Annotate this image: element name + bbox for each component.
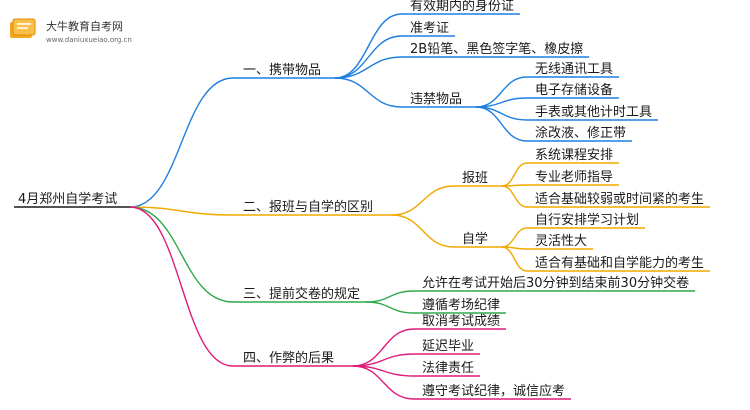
branch-1-label: 一、携带物品 [243,62,321,78]
watermark-name: 大牛教育自考网 [46,20,123,33]
branch-1-child-2-label: 准考证 [410,21,449,36]
branch-2-child-2-sub-1-connector [501,227,528,248]
branch-1-child-4-sub-1-label: 无线通讯工具 [535,62,613,77]
branch-1-child-2-connector [334,35,403,79]
branch-4-connector [129,206,234,367]
branch-2-child-2-sub-2-label: 灵活性大 [535,234,587,249]
branch-3-child-2-label: 遵循考场纪律 [422,297,500,313]
branch-2-child-2-label: 自学 [462,231,488,247]
branch-1-child-4-label: 违禁物品 [410,92,462,107]
branch-2-child-1-connector [391,185,455,216]
branch-3-connector [129,206,234,303]
branch-4-child-4-label: 遵守考试纪律，诚信应考 [422,383,565,399]
branch-2-child-1-sub-2-label: 专业老师指导 [535,170,613,185]
branch-1-child-4-sub-3-label: 手表或其他计时工具 [535,105,652,120]
branch-2-child-2-connector [391,214,455,248]
branch-4-child-4-connector [352,365,415,400]
branch-1-child-4-sub-3-connector [476,106,528,121]
root-node: 4月郑州自学考试 [18,191,117,207]
watermark-url: www.daniuxueiao.org.cn [46,36,132,44]
branch-3-label: 三、提前交卷的规定 [243,286,360,302]
branch-3-child-1-label: 允许在考试开始后30分钟到结束前30分钟交卷 [422,275,689,291]
branch-4-child-3-label: 法律责任 [422,361,474,376]
branch-1-connector [129,77,234,208]
branch-1-child-4-connector [334,77,403,108]
branch-1-child-3-label: 2B铅笔、黑色签字笔、橡皮擦 [410,41,583,57]
branch-2-child-1-sub-3-connector [501,185,528,208]
mindmap-edges [14,13,711,400]
branch-3-child-2-connector [365,301,415,314]
branch-2-child-1-sub-3-label: 适合基础较弱或时间紧的考生 [535,191,704,207]
branch-2-connector [129,206,234,216]
branch-1-child-4-sub-4-label: 涂改液、修正带 [535,125,626,141]
branch-2-child-2-sub-3-label: 适合有基础和自学能力的考生 [535,255,704,271]
branch-3-child-1-connector [365,290,415,303]
branch-4-child-2-label: 延迟毕业 [422,339,474,354]
branch-2-child-1-label: 报班 [462,171,488,186]
branch-1-child-3-connector [334,56,403,79]
branch-1-child-1-label: 有效期内的身份证 [410,0,514,14]
branch-4-label: 四、作弊的后果 [243,350,334,366]
branch-2-child-2-sub-1-label: 自行安排学习计划 [535,212,639,228]
watermark-logo: 大牛教育自考网 www.daniuxueiao.org.cn [6,14,156,50]
branch-2-child-1-sub-1-connector [501,162,528,187]
book-logo-icon [10,18,36,38]
branch-1-child-4-sub-4-connector [475,106,528,142]
branch-4-child-1-label: 取消考试成绩 [422,314,500,329]
branch-2-child-1-sub-1-label: 系统课程安排 [535,148,613,163]
branch-1-child-4-sub-2-label: 电子存储设备 [535,82,613,98]
branch-2-label: 二、报班与自学的区别 [243,199,373,215]
branch-2-child-2-sub-3-connector [501,246,528,272]
branch-1-child-1-connector [334,13,403,79]
